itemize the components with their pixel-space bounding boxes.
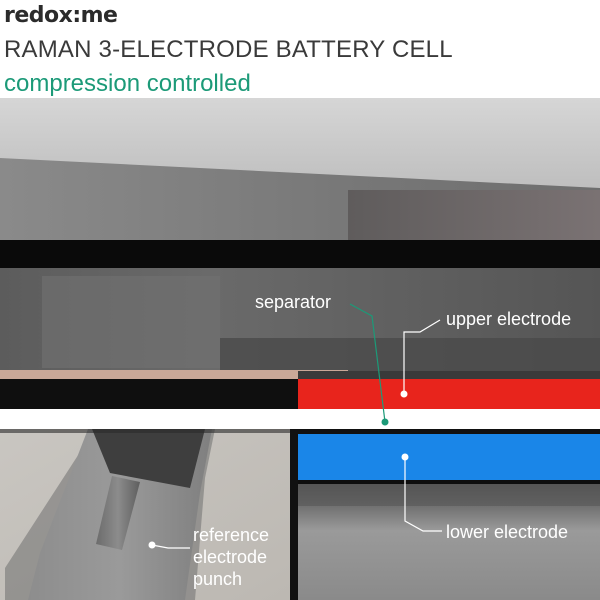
lower-electrode [298, 434, 600, 480]
plunger-face [42, 276, 220, 368]
separator-leader-line [349, 303, 386, 423]
reference-leader-line [151, 544, 190, 549]
lower-electrode-label: lower electrode [446, 522, 568, 542]
reference-pin [96, 476, 140, 550]
page-title: RAMAN 3-ELECTRODE BATTERY CELL [4, 36, 453, 63]
upper-electrode-dot [400, 390, 408, 398]
upper-electrode-label: upper electrode [446, 309, 571, 329]
reference-label-line1: reference [193, 525, 269, 545]
lower-electrode-edge [298, 480, 600, 484]
page-subtitle: compression controlled [4, 70, 251, 97]
separator-layer [0, 409, 600, 429]
upper-plate-right [348, 190, 600, 246]
plunger-shadow [220, 338, 600, 371]
lower-electrode-leader-line [404, 457, 442, 532]
black-layer-left [0, 379, 298, 409]
upper-electrode-leader-line [403, 319, 441, 394]
reference-dot [148, 541, 156, 549]
lower-electrode-dot [401, 453, 409, 461]
brand-logo: redox:me [4, 3, 118, 28]
current-collector-strip [0, 370, 348, 379]
cell-cross-section: separator upper electrode lower electrod… [0, 98, 600, 600]
dark-strip-right [298, 371, 600, 379]
punch-head [92, 429, 205, 488]
separator-dot [381, 418, 389, 426]
reference-label-line3: punch [193, 569, 242, 589]
black-band-upper [0, 240, 600, 268]
separator-label: separator [255, 292, 331, 312]
reference-label-line2: electrode [193, 547, 267, 567]
upper-electrode [298, 379, 600, 409]
reference-top-edge [0, 429, 290, 433]
lower-steel-bevel [298, 484, 600, 506]
